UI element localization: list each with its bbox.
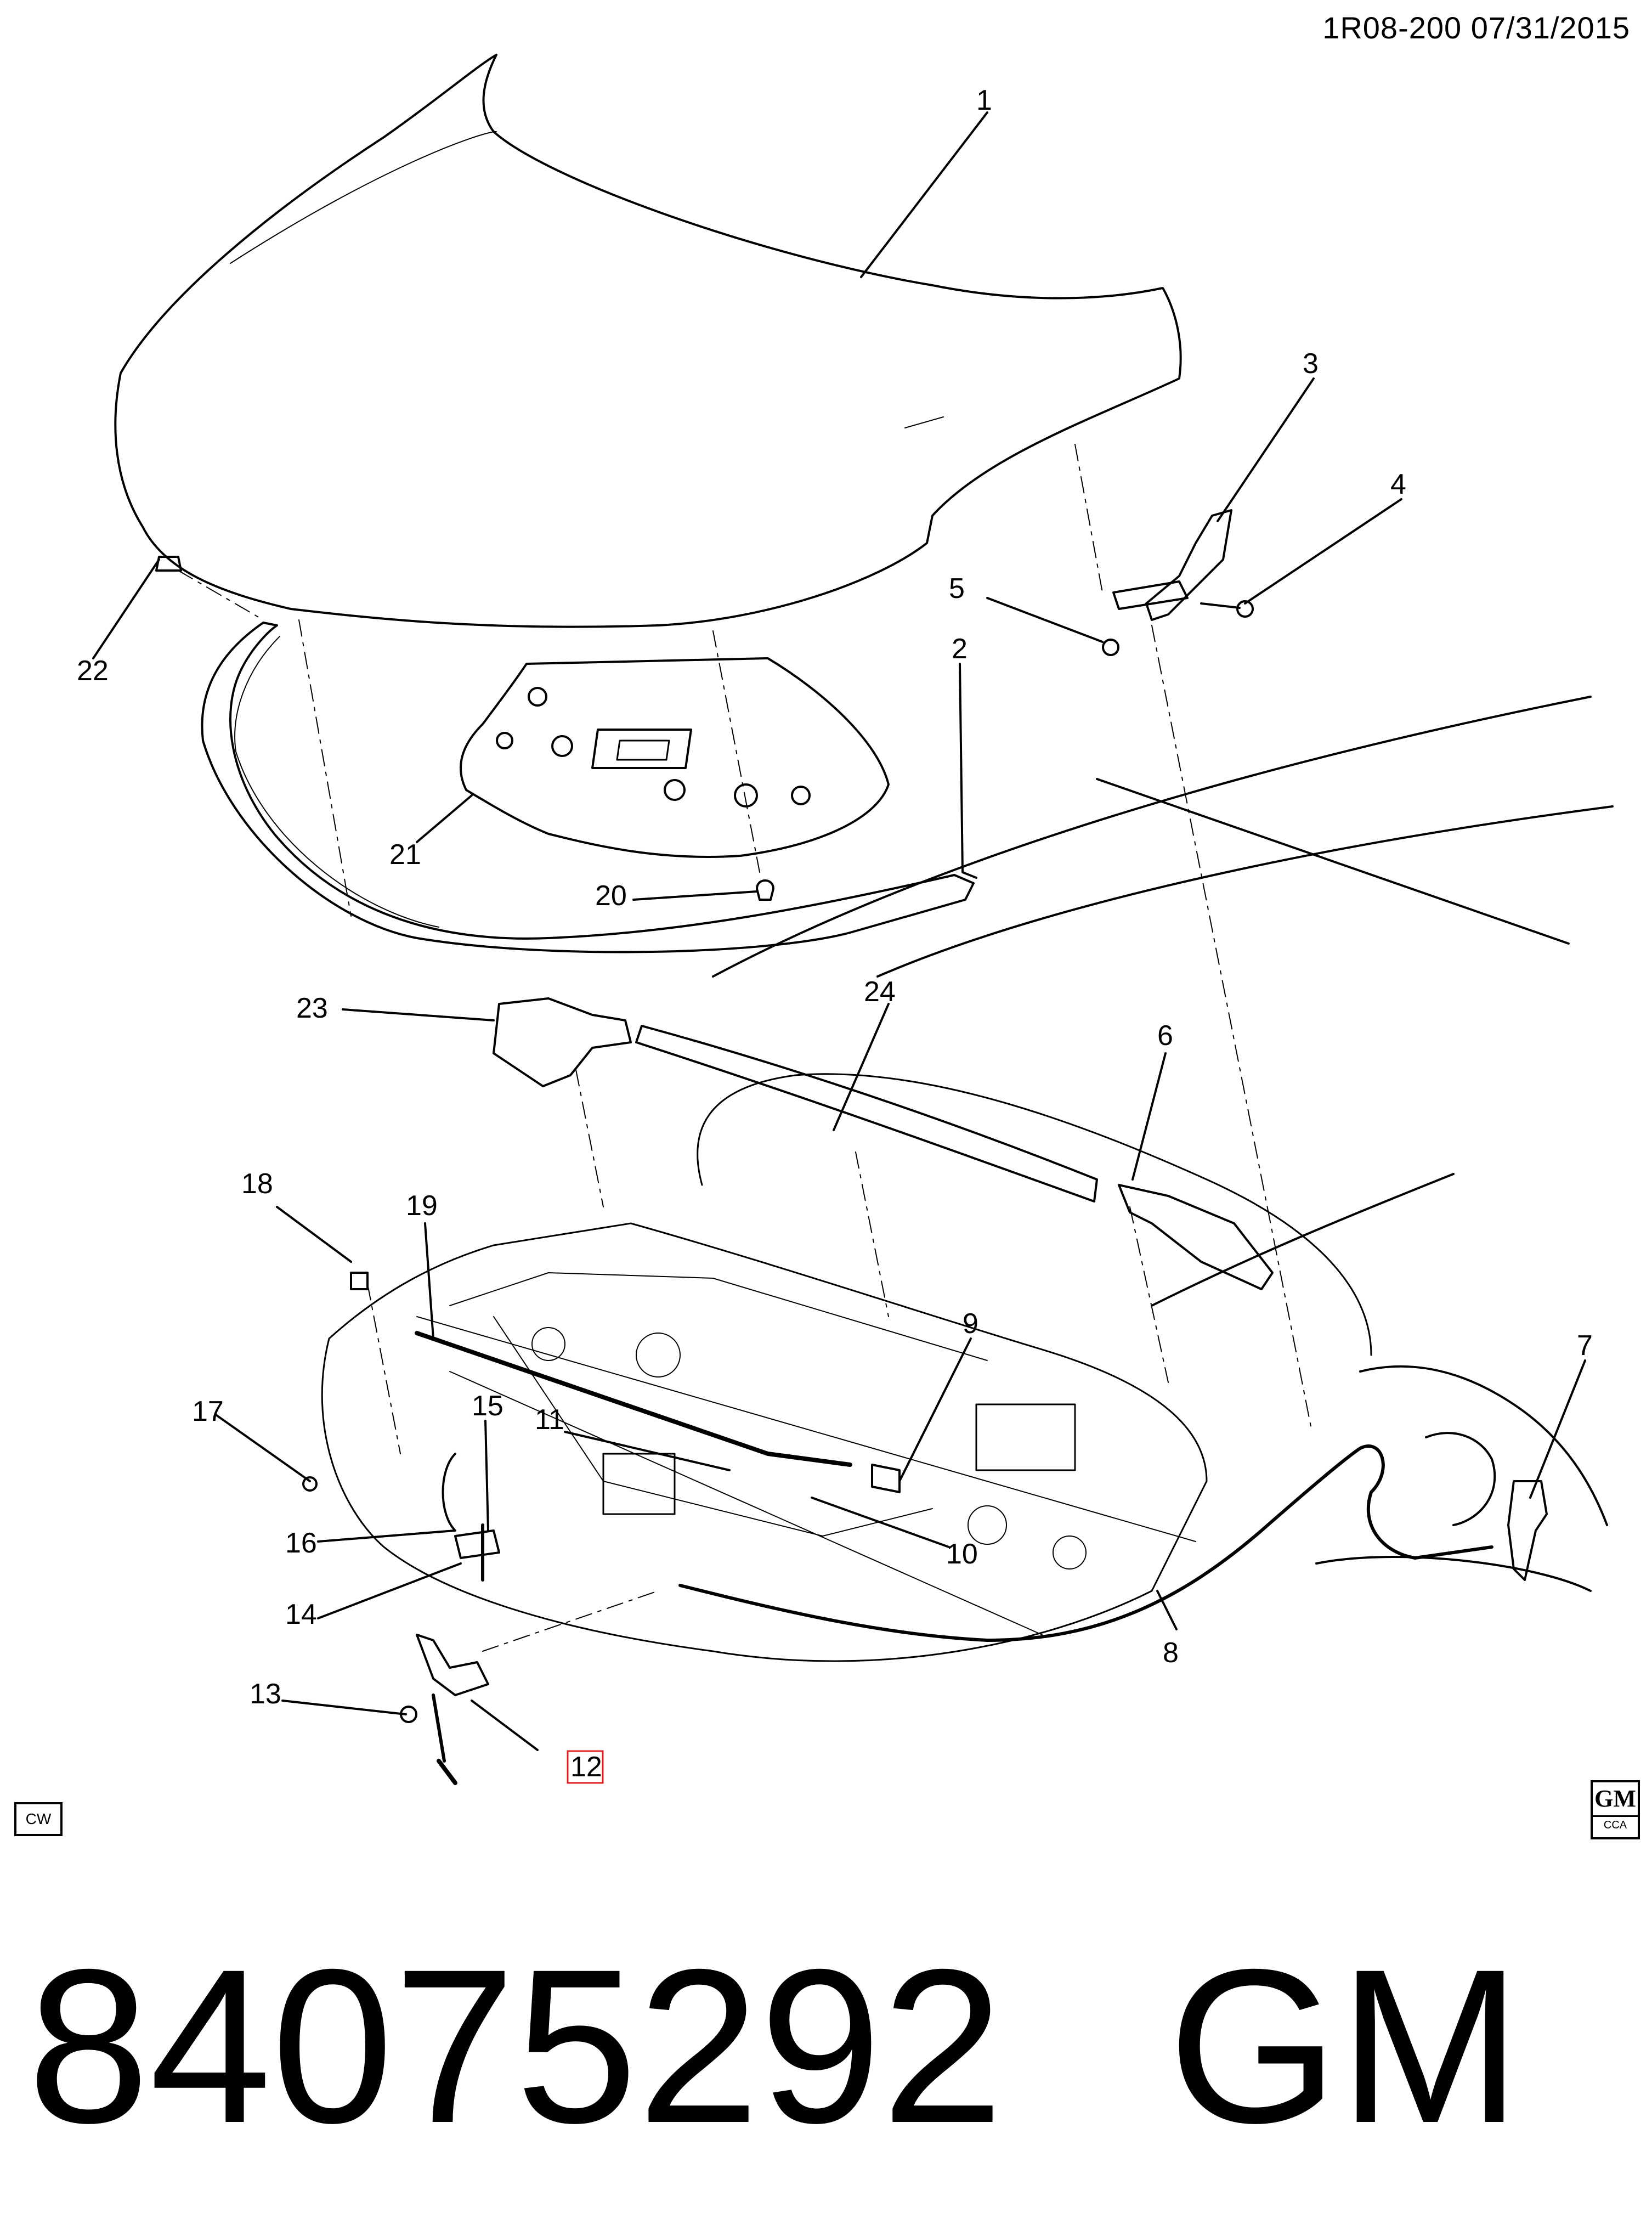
engine-bay: [321, 1222, 1208, 1662]
diagram-code-date: 1R08-200 07/31/2015: [1322, 10, 1630, 45]
callout-5: 5: [949, 573, 965, 605]
hood-release-cable: [678, 1444, 1493, 1642]
callout-12-highlight: [567, 1750, 604, 1784]
hinge-nut: [1102, 639, 1119, 656]
callout-22: 22: [77, 655, 109, 687]
callout-4: 4: [1390, 468, 1406, 500]
cw-badge: CW: [14, 1802, 63, 1836]
callout-20: 20: [595, 880, 627, 912]
callout-1: 1: [976, 84, 992, 116]
brand-name: GM: [1168, 1923, 1522, 2169]
gm-logo: GM CCA: [1591, 1780, 1640, 1839]
callout-17: 17: [192, 1396, 224, 1427]
callout-24: 24: [864, 976, 896, 1008]
callout-14: 14: [285, 1599, 317, 1630]
gm-logo-subtext: CCA: [1593, 1815, 1638, 1833]
hood-front-seal: [201, 622, 975, 953]
hood-hinge-right: [493, 997, 632, 1087]
callout-15: 15: [472, 1390, 503, 1422]
hood-bumper: [350, 1272, 369, 1290]
callout-16: 16: [285, 1527, 317, 1559]
hinge-bolt: [1236, 600, 1254, 618]
callout-23: 23: [296, 992, 328, 1024]
hood-ajar-switch: [1507, 1480, 1548, 1581]
cowl-seal: [635, 1025, 1098, 1202]
callout-12: 12: [570, 1751, 602, 1783]
callout-10: 10: [946, 1538, 978, 1570]
callout-13: 13: [250, 1678, 281, 1710]
callout-3: 3: [1303, 348, 1319, 380]
hood-prop-rod: [415, 1331, 852, 1467]
hood-hinge-left: [1145, 509, 1232, 621]
vehicle-body-outline: [712, 696, 1614, 1592]
callout-7: 7: [1577, 1330, 1593, 1362]
hood-hinge-right-rear: [1118, 1184, 1274, 1290]
part-number: 84075292: [27, 1923, 1004, 2169]
callout-2: 2: [952, 633, 968, 665]
hood-panel: [114, 54, 1182, 628]
callout-8: 8: [1163, 1637, 1179, 1669]
gm-logo-text: GM: [1594, 1785, 1636, 1812]
hood-latch: [416, 1634, 489, 1696]
callout-11: 11: [535, 1404, 564, 1436]
callout-9: 9: [963, 1308, 978, 1340]
callout-21: 21: [389, 839, 421, 871]
callout-19: 19: [406, 1190, 438, 1222]
callout-6: 6: [1157, 1020, 1173, 1052]
hood-insulator: [460, 657, 890, 858]
callout-18: 18: [241, 1168, 273, 1200]
